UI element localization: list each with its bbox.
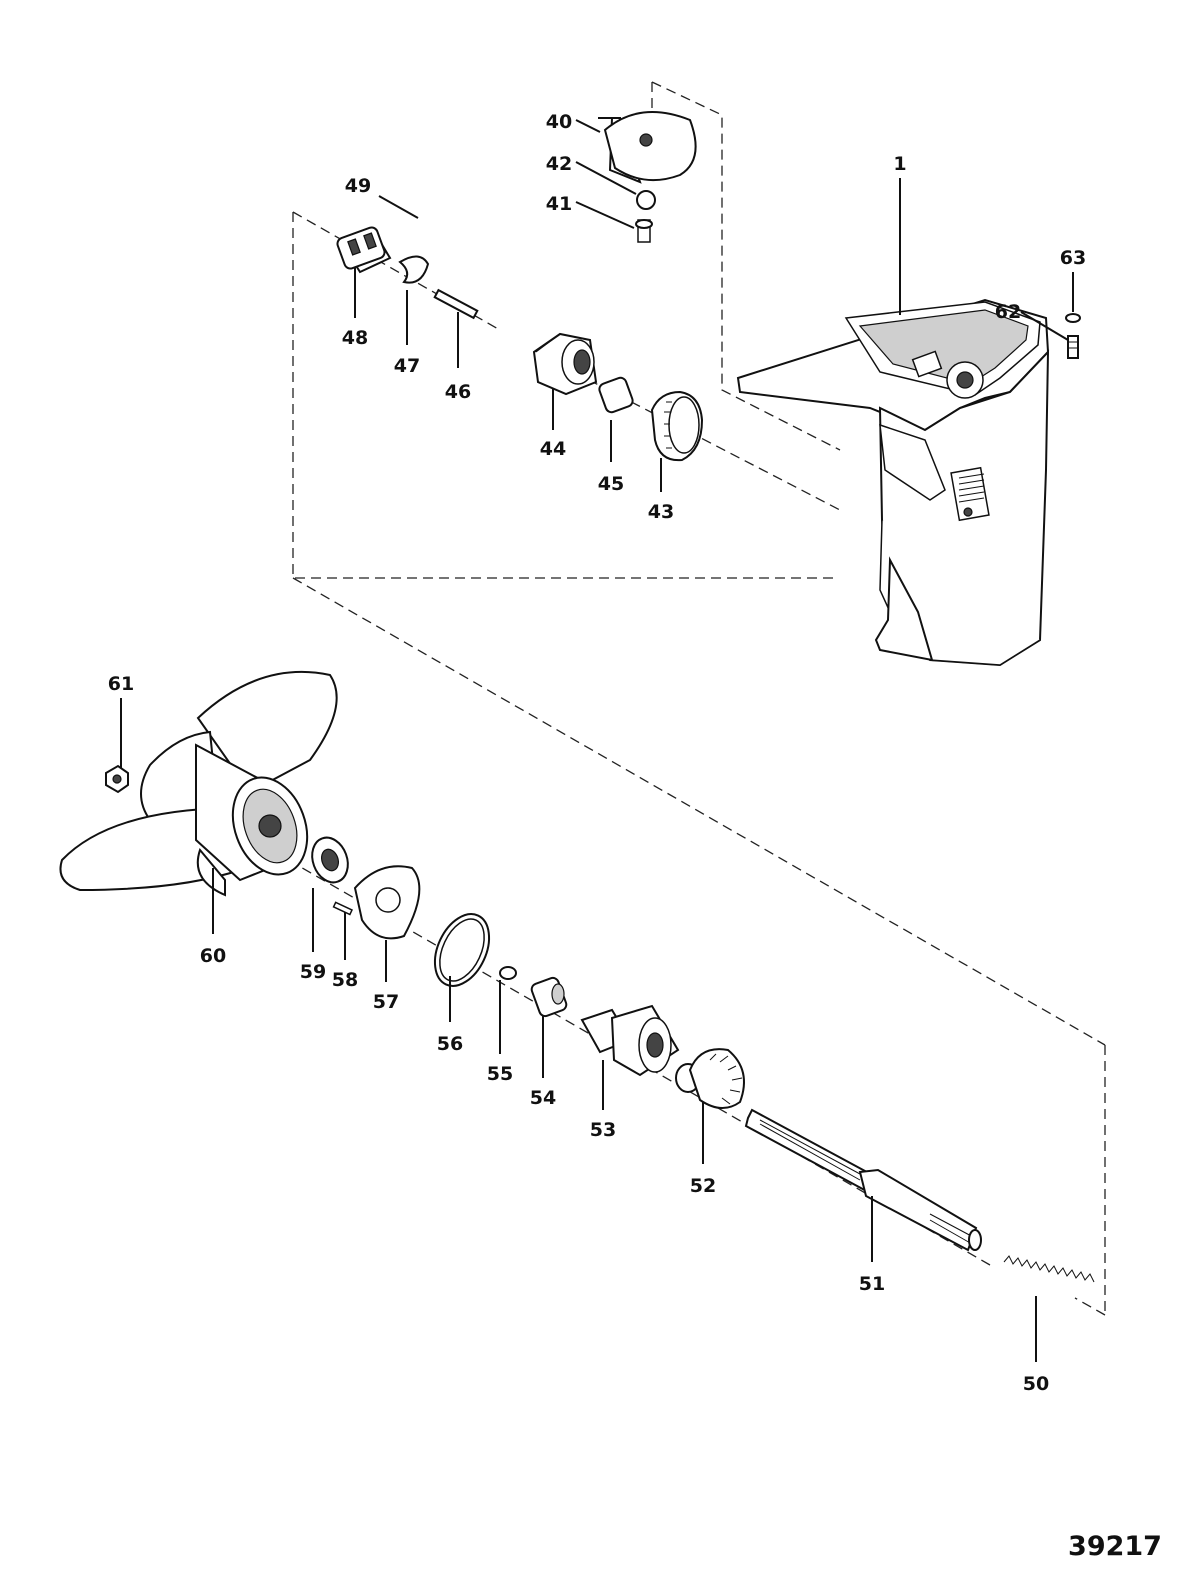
callout-41: 41 <box>546 193 572 215</box>
callout-44: 44 <box>540 438 566 460</box>
callout-1: 1 <box>893 153 906 175</box>
callout-42: 42 <box>546 153 572 175</box>
callout-59: 59 <box>300 961 326 983</box>
callout-58: 58 <box>332 969 358 991</box>
callout-51: 51 <box>859 1273 885 1295</box>
forward-gear <box>675 1048 745 1109</box>
callout-43: 43 <box>648 501 674 523</box>
shift-components <box>336 226 479 320</box>
propeller <box>59 670 338 897</box>
gear-housing <box>736 298 1050 667</box>
callout-45: 45 <box>598 473 624 495</box>
callout-54: 54 <box>530 1087 556 1109</box>
callout-56: 56 <box>437 1033 463 1055</box>
callout-labels: 1 40 41 42 43 44 45 46 47 48 49 50 51 52… <box>108 111 1086 1395</box>
figure-number: 39217 <box>1068 1531 1162 1562</box>
callout-46: 46 <box>445 381 471 403</box>
callout-63: 63 <box>1060 247 1086 269</box>
propeller-shaft <box>744 1108 982 1252</box>
callout-60: 60 <box>200 945 226 967</box>
bearing-carrier <box>580 1004 680 1077</box>
callout-52: 52 <box>690 1175 716 1197</box>
callout-57: 57 <box>373 991 399 1013</box>
prop-shaft-hardware <box>311 836 568 1018</box>
callout-49: 49 <box>345 175 371 197</box>
spring <box>1003 1255 1095 1283</box>
callout-47: 47 <box>394 355 420 377</box>
pump-plate <box>598 111 697 243</box>
callout-53: 53 <box>590 1119 616 1141</box>
pinion-bearing-group <box>532 332 704 462</box>
callout-55: 55 <box>487 1063 513 1085</box>
callout-40: 40 <box>546 111 572 133</box>
callout-61: 61 <box>108 673 134 695</box>
callout-48: 48 <box>342 327 368 349</box>
callout-62: 62 <box>995 301 1021 323</box>
vent-screw-group <box>1065 313 1081 359</box>
callout-50: 50 <box>1023 1373 1049 1395</box>
leader-lines <box>120 119 1074 1362</box>
